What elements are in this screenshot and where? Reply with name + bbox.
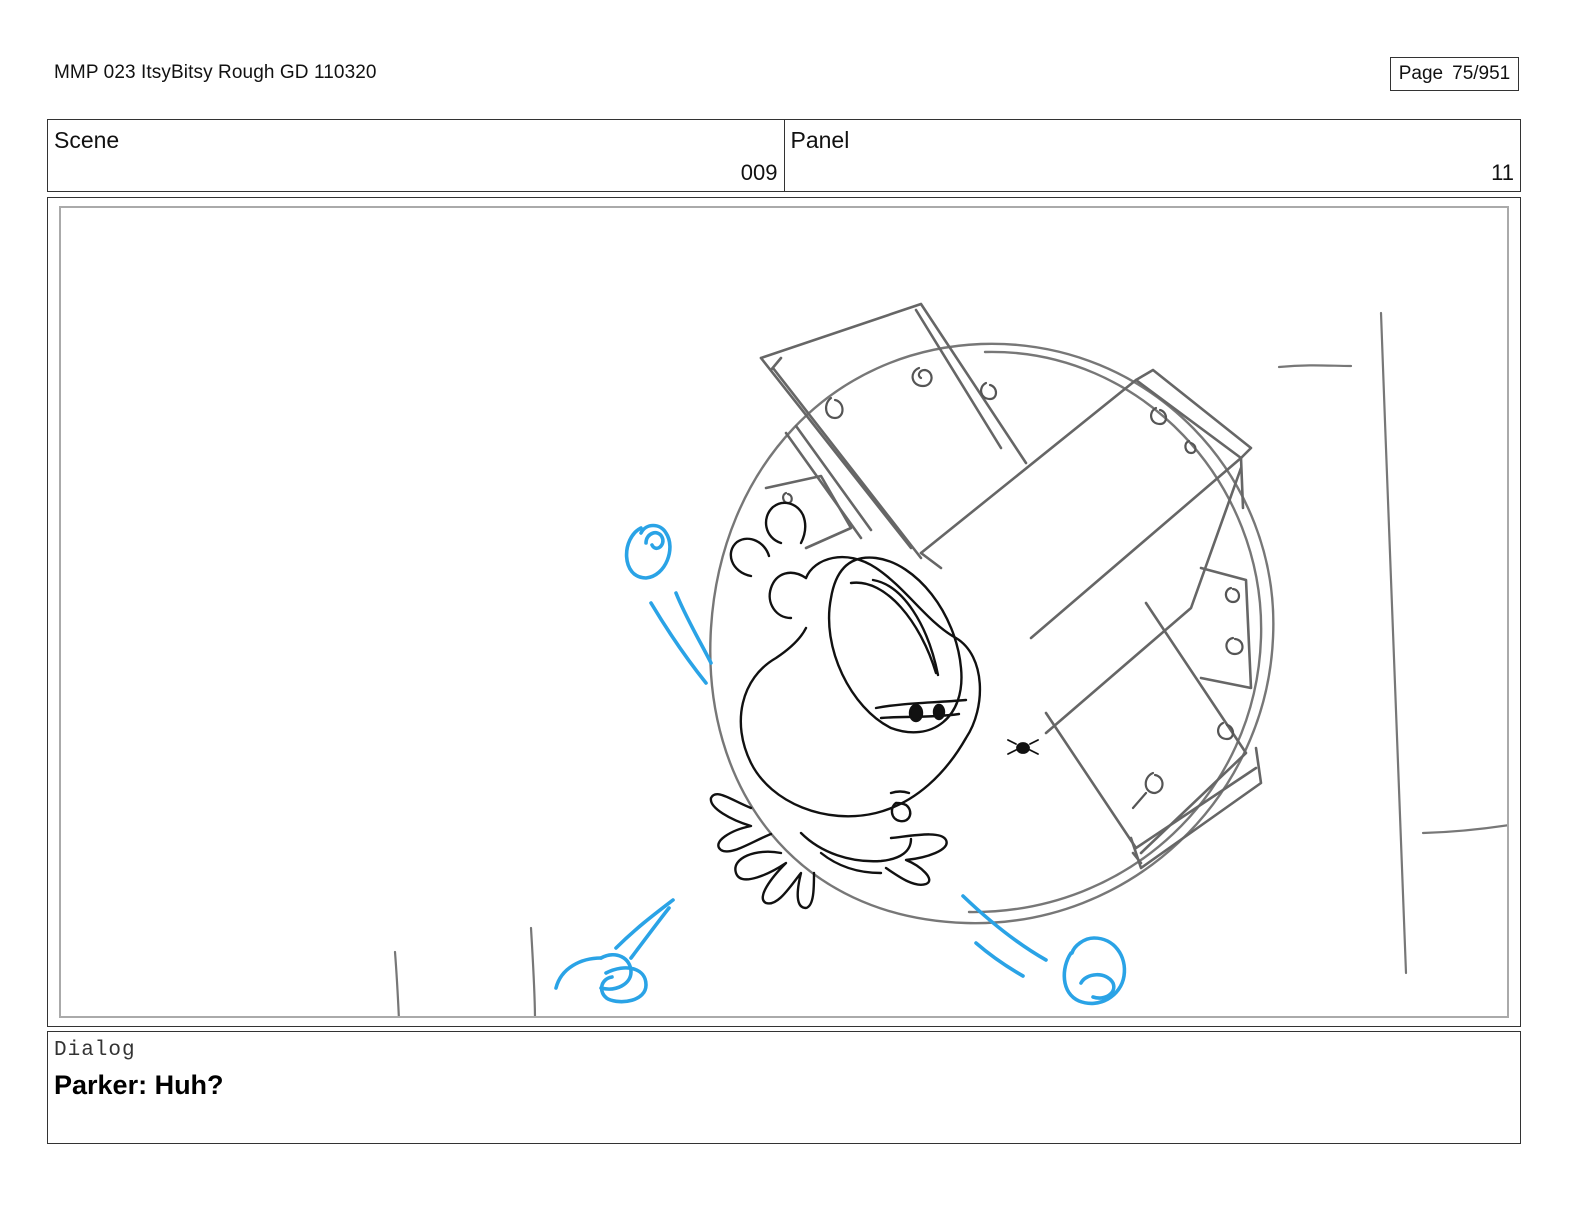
dialog-text: Parker: Huh? xyxy=(54,1070,224,1100)
panel-number: 11 xyxy=(1491,160,1514,185)
crate-nails xyxy=(782,366,1244,810)
scene-label: Scene xyxy=(54,127,120,153)
dialog-box: Dialog Parker: Huh? xyxy=(47,1031,1521,1144)
storyboard-frame xyxy=(47,197,1521,1027)
panel-label: Panel xyxy=(790,127,850,153)
spider-character xyxy=(709,501,982,910)
crate-planks xyxy=(759,302,1263,870)
background-lines xyxy=(393,311,1507,1016)
motion-marks xyxy=(554,523,1127,1006)
page-number: 75/951 xyxy=(1452,63,1511,84)
scene-number: 009 xyxy=(740,160,778,185)
panel-cell: Panel 11 xyxy=(783,120,1521,191)
storyboard-artwork xyxy=(59,206,1509,1018)
sketch-drawing xyxy=(393,302,1507,1016)
dialog-label: Dialog xyxy=(54,1039,136,1062)
page-label: Page xyxy=(1398,63,1444,84)
scene-cell: Scene 009 xyxy=(48,120,784,191)
document-title: MMP 023 ItsyBitsy Rough GD 110320 xyxy=(54,62,377,83)
round-table xyxy=(709,342,1275,925)
scene-panel-row: Scene 009 Panel 11 xyxy=(47,119,1521,192)
page-indicator: Page 75/951 xyxy=(1390,57,1519,91)
tiny-spider xyxy=(1007,739,1039,755)
